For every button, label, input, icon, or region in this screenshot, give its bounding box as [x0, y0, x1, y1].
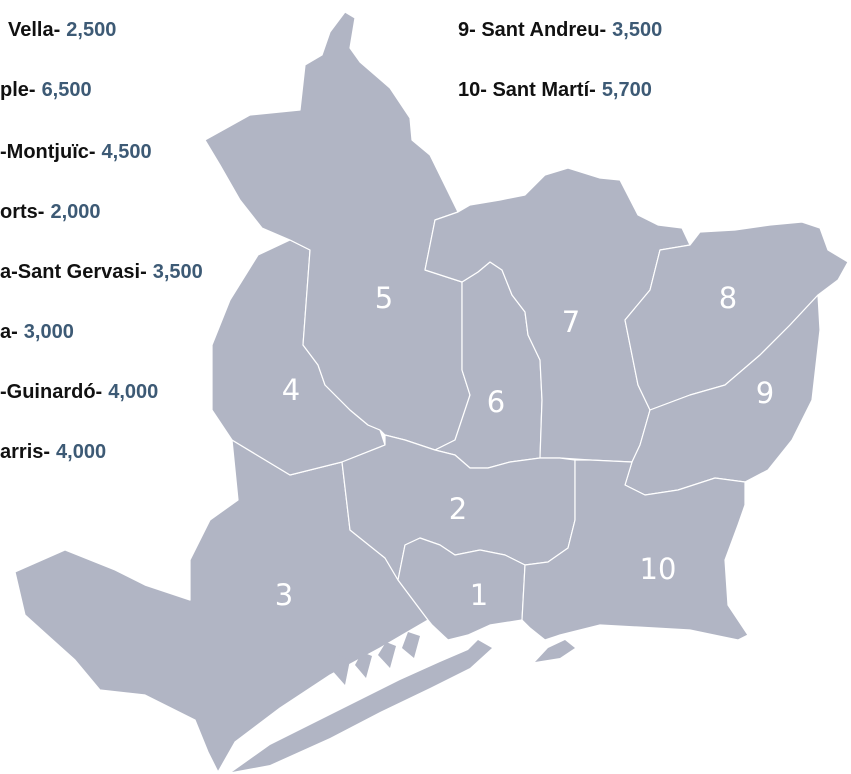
legend-label: ple- — [0, 79, 36, 101]
legend-label: 9- Sant Andreu- — [458, 19, 607, 41]
port-pier-3 — [355, 652, 372, 678]
legend-value: 4,000 — [108, 381, 159, 403]
legend-item-2: ple-6,500 — [0, 78, 92, 102]
legend-value: 3,500 — [612, 19, 663, 41]
district-label-8: 8 — [719, 281, 737, 315]
district-8-shape[interactable] — [624, 221, 849, 411]
legend-label: 10- Sant Martí- — [458, 79, 596, 101]
coast-east — [535, 640, 575, 662]
legend-label: -Guinardó- — [0, 381, 103, 403]
legend-value: 5,700 — [601, 79, 652, 101]
legend-label: arris- — [0, 441, 51, 463]
legend-value: 3,000 — [23, 321, 74, 343]
district-10-shape[interactable] — [521, 459, 749, 641]
district-label-5: 5 — [375, 281, 393, 315]
legend-item-10: 10- Sant Martí-5,700 — [458, 78, 652, 102]
legend-item-1: Vella-2,500 — [8, 18, 116, 42]
legend-label: orts- — [0, 201, 45, 223]
legend-label: a-Sant Gervasi- — [0, 261, 147, 283]
legend-label: -Montjuïc- — [0, 141, 96, 163]
district-label-2: 2 — [449, 492, 467, 526]
district-label-3: 3 — [275, 578, 293, 612]
district-label-7: 7 — [562, 305, 580, 339]
legend-item-8: arris-4,000 — [0, 440, 106, 464]
port-pier-5 — [402, 632, 420, 658]
port-pier-4 — [378, 642, 396, 668]
district-label-10: 10 — [640, 552, 677, 586]
legend-item-5: a-Sant Gervasi-3,500 — [0, 260, 203, 284]
legend-value: 6,500 — [41, 79, 92, 101]
legend-item-3: -Montjuïc-4,500 — [0, 140, 152, 164]
district-label-1: 1 — [470, 578, 488, 612]
district-label-9: 9 — [756, 376, 774, 410]
legend-item-6: a-3,000 — [0, 320, 74, 344]
legend-item-9: 9- Sant Andreu-3,500 — [458, 18, 662, 42]
legend-item-7: -Guinardó-4,000 — [0, 380, 158, 404]
legend-label: Vella- — [8, 19, 61, 41]
legend-value: 2,500 — [66, 19, 117, 41]
legend-value: 4,500 — [101, 141, 152, 163]
district-label-6: 6 — [487, 385, 505, 419]
port-pier-1 — [232, 640, 492, 772]
legend-item-4: orts-2,000 — [0, 200, 101, 224]
legend-value: 3,500 — [152, 261, 203, 283]
legend-value: 4,000 — [56, 441, 107, 463]
district-label-4: 4 — [282, 373, 300, 407]
legend-label: a- — [0, 321, 18, 343]
port-pier-2 — [330, 655, 350, 685]
legend-value: 2,000 — [50, 201, 101, 223]
